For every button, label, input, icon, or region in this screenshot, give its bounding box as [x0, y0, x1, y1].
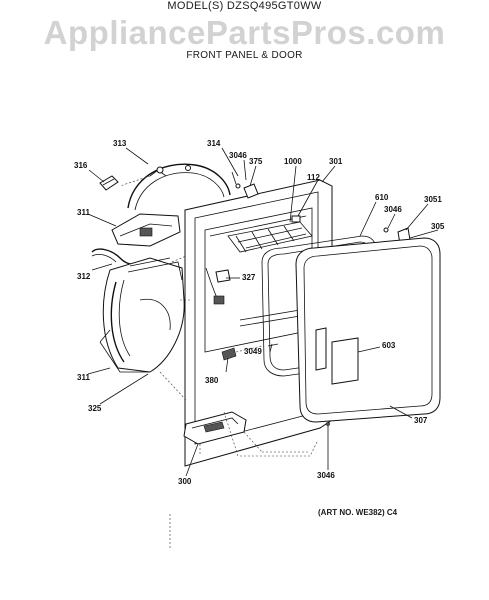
- part-603-door-handle: [331, 337, 359, 385]
- label-311-lower: 311: [77, 373, 90, 382]
- diagram-subtitle: FRONT PANEL & DOOR: [186, 50, 303, 61]
- label-610: 610: [375, 193, 389, 202]
- label-307: 307: [414, 416, 428, 425]
- label-325: 325: [88, 404, 102, 413]
- part-1000-dry-rack: [227, 221, 313, 253]
- label-312: 312: [77, 272, 91, 281]
- label-3046-bottom: 3046: [317, 471, 335, 480]
- part-380-door-strike: [221, 345, 263, 361]
- part-307-outer-door: [295, 237, 441, 423]
- label-300: 300: [178, 477, 192, 486]
- part-312-wire-harness: [91, 248, 143, 265]
- part-325-front-bulkhead: [99, 257, 185, 373]
- art-number: (ART NO. WE382) C4: [318, 508, 398, 517]
- part-327-door-switch: [205, 267, 231, 305]
- label-3049: 3049: [244, 347, 262, 356]
- part-375-switch: [231, 171, 259, 199]
- part-112-bracket: [291, 215, 301, 223]
- label-327: 327: [242, 273, 256, 282]
- part-316-strip: [99, 175, 119, 191]
- label-301: 301: [329, 157, 343, 166]
- watermark-logo: AppliancePartsPros.com: [43, 14, 446, 51]
- label-112: 112: [307, 173, 320, 182]
- model-title: MODEL(S) DZSQ495GT0WW: [167, 0, 322, 12]
- part-300-kick-panel: [183, 411, 263, 456]
- label-314: 314: [207, 139, 221, 148]
- label-316: 316: [74, 161, 88, 170]
- part-3046-lower-screw: [326, 422, 330, 434]
- label-3046-right: 3046: [384, 205, 402, 214]
- label-603: 603: [382, 341, 396, 350]
- label-3051: 3051: [424, 195, 442, 204]
- label-375: 375: [249, 157, 263, 166]
- part-313-front-bulkhead-ring: [119, 163, 231, 211]
- label-380: 380: [205, 376, 219, 385]
- label-311-upper: 311: [77, 208, 90, 217]
- part-311-upper-bracket: [111, 213, 181, 247]
- label-313: 313: [113, 139, 127, 148]
- label-1000: 1000: [284, 157, 302, 166]
- label-305: 305: [431, 222, 445, 231]
- label-3046-top: 3046: [229, 151, 247, 160]
